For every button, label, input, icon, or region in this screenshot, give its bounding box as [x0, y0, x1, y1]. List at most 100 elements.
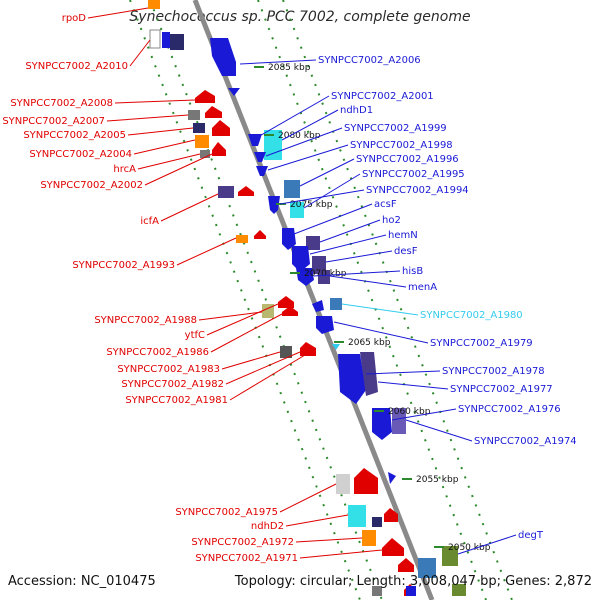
gene-label-left[interactable]: SYNPCC7002_A2010	[25, 61, 128, 72]
gene-a1972[interactable]	[384, 508, 398, 522]
gene-a1996[interactable]	[284, 180, 300, 198]
gene-a2002[interactable]	[212, 142, 226, 156]
gene-label-left[interactable]: SYNPCC7002_A1993	[72, 260, 175, 271]
gene-label-right[interactable]: SYNPCC7002_A1976	[458, 404, 561, 415]
gene-label-right[interactable]: SYNPCC7002_A2006	[318, 55, 421, 66]
gene-degt-c[interactable]	[452, 584, 466, 596]
gene-label-left[interactable]: SYNPCC7002_A1986	[106, 347, 209, 358]
gene-a1980-arrow[interactable]	[312, 300, 324, 312]
gene-a2010-a[interactable]	[149, 29, 161, 49]
gene-a2008[interactable]	[195, 90, 215, 103]
gene-label-left[interactable]: SYNPCC7002_A1972	[191, 537, 294, 548]
gene-a2004[interactable]	[195, 135, 209, 148]
gene-ho2[interactable]	[306, 236, 320, 250]
gene-a2010-b[interactable]	[162, 32, 170, 48]
gene-a1971[interactable]	[362, 530, 376, 546]
gene-label-right[interactable]: SYNPCC7002_A1978	[442, 366, 545, 377]
gene-label-left[interactable]: icfA	[140, 216, 159, 227]
gene-a2005-a[interactable]	[193, 123, 205, 133]
genome-backbone	[192, 0, 435, 600]
gene-label-right[interactable]: SYNPCC7002_A1974	[474, 436, 577, 447]
gene-label-right[interactable]: desF	[394, 246, 418, 257]
gene-a2006-small[interactable]	[228, 88, 240, 96]
gene-label-right[interactable]: menA	[408, 282, 437, 293]
gene-label-left[interactable]: SYNPCC7002_A2007	[2, 116, 105, 127]
gene-a1976[interactable]	[372, 408, 392, 440]
gene-ndhd2[interactable]	[348, 505, 366, 527]
gene-label-right[interactable]: SYNPCC7002_A1979	[430, 338, 533, 349]
gene-label-left[interactable]: SYNPCC7002_A2008	[10, 98, 113, 109]
gene-label-right[interactable]: hisB	[402, 266, 423, 277]
gene-label-right[interactable]: SYNPCC7002_A1980	[420, 310, 523, 321]
gene-a1980-small[interactable]	[332, 344, 340, 350]
gene-a2006[interactable]	[210, 38, 236, 76]
gene-a2007b[interactable]	[205, 106, 222, 118]
gene-icfa-arrow[interactable]	[238, 186, 254, 196]
gene-label-left[interactable]: ndhD2	[251, 521, 284, 532]
gene-label-right[interactable]: ndhD1	[340, 105, 373, 116]
gene-a1986[interactable]	[282, 306, 298, 316]
gene-a1995[interactable]	[290, 202, 304, 218]
gene-a1971b[interactable]	[382, 538, 404, 556]
gene-a1975[interactable]	[354, 468, 378, 494]
gene-degt[interactable]	[442, 546, 458, 566]
gene-label-left[interactable]: rpoD	[62, 13, 87, 24]
gene-label-left[interactable]: hrcA	[113, 164, 136, 175]
gene-label-right[interactable]: degT	[518, 530, 544, 541]
gene-a1969[interactable]	[372, 586, 382, 596]
gene-a1980[interactable]	[330, 298, 342, 310]
gene-label-left[interactable]: SYNPCC7002_A2002	[40, 180, 143, 191]
forward-strand-genes	[210, 38, 466, 596]
gene-label-right[interactable]: acsF	[374, 199, 397, 210]
gene-hrca[interactable]	[200, 150, 210, 158]
gene-ndhd2-b[interactable]	[372, 517, 382, 527]
gene-a2010-c[interactable]	[170, 34, 184, 50]
gene-label-left[interactable]: SYNPCC7002_A2004	[29, 149, 132, 160]
gene-a2005[interactable]	[212, 120, 230, 136]
gene-label-left[interactable]: SYNPCC7002_A1983	[117, 364, 220, 375]
label-leader	[87, 7, 149, 19]
gene-label-right[interactable]: SYNPCC7002_A1994	[366, 185, 469, 196]
gene-label-right[interactable]: ho2	[382, 215, 401, 226]
gene-a1982[interactable]	[300, 342, 316, 356]
gene-mena[interactable]	[318, 270, 330, 284]
gene-a1993-arrow[interactable]	[254, 230, 266, 239]
gene-a1993[interactable]	[236, 235, 248, 243]
gene-hemn[interactable]	[292, 246, 310, 272]
gene-a1999[interactable]	[254, 152, 266, 162]
gene-label-left[interactable]: SYNPCC7002_A1975	[175, 507, 278, 518]
gene-a2007[interactable]	[188, 110, 200, 120]
gene-a1983[interactable]	[280, 346, 292, 358]
gene-a1976-b[interactable]	[392, 408, 406, 434]
gene-rpod[interactable]	[148, 0, 160, 9]
gene-ytfc[interactable]	[278, 296, 294, 308]
gene-a1970[interactable]	[398, 558, 414, 572]
gene-label-left[interactable]: SYNPCC7002_A1988	[94, 315, 197, 326]
gene-label-left[interactable]: SYNPCC7002_A1971	[195, 553, 298, 564]
gene-label-right[interactable]: hemN	[388, 230, 418, 241]
gene-label-left[interactable]: SYNPCC7002_A2005	[23, 130, 126, 141]
gene-label-left[interactable]: ytfC	[185, 330, 205, 341]
gene-a1978[interactable]	[338, 354, 366, 404]
gene-a1974[interactable]	[388, 472, 396, 484]
gene-label-left[interactable]: SYNPCC7002_A1982	[121, 379, 224, 390]
gene-hisb[interactable]	[296, 268, 314, 286]
gene-label-right[interactable]: SYNPCC7002_A1995	[362, 169, 465, 180]
gene-icfa[interactable]	[218, 186, 234, 198]
label-leader	[206, 303, 279, 336]
gene-label-right[interactable]: SYNPCC7002_A1977	[450, 384, 553, 395]
gene-label-right[interactable]: SYNPCC7002_A2001	[331, 91, 434, 102]
gene-degt-a[interactable]	[418, 558, 436, 578]
gene-a1998[interactable]	[256, 166, 268, 176]
gene-label-left[interactable]: SYNPCC7002_A1981	[125, 395, 228, 406]
gene-label-right[interactable]: SYNPCC7002_A1999	[344, 123, 447, 134]
gene-ndhd1[interactable]	[264, 130, 282, 160]
gene-a1975-a[interactable]	[336, 474, 350, 494]
gene-desf[interactable]	[312, 256, 326, 274]
gene-acsf[interactable]	[282, 228, 296, 250]
gene-label-right[interactable]: SYNPCC7002_A1996	[356, 154, 459, 165]
gene-a1979[interactable]	[316, 316, 334, 334]
gene-a1994[interactable]	[268, 196, 280, 214]
gene-label-right[interactable]: SYNPCC7002_A1998	[350, 140, 453, 151]
gene-degt-b[interactable]	[406, 586, 416, 596]
